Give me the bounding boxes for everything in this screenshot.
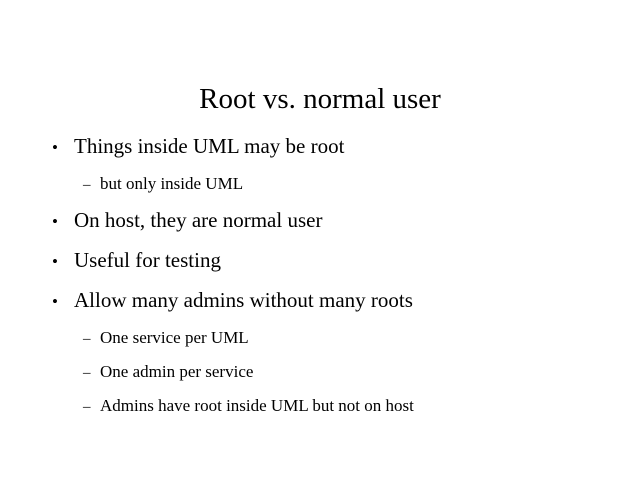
list-item: • Allow many admins without many roots xyxy=(0,286,640,326)
list-item: • Useful for testing xyxy=(0,246,640,286)
list-item: –but only inside UML xyxy=(0,172,640,206)
list-item: –One service per UML xyxy=(0,326,640,360)
list-item-label: Useful for testing xyxy=(74,248,221,272)
bullet-dash-icon: – xyxy=(83,399,91,415)
list-item-label: One admin per service xyxy=(100,362,254,381)
list-item-label: On host, they are normal user xyxy=(74,208,323,232)
list-item-label: Admins have root inside UML but not on h… xyxy=(100,396,414,415)
bullet-dot-icon: • xyxy=(52,212,58,231)
bullet-dot-icon: • xyxy=(52,252,58,271)
list-item-label: Allow many admins without many roots xyxy=(74,288,413,312)
bullet-dot-icon: • xyxy=(52,292,58,311)
list-item-label: One service per UML xyxy=(100,328,249,347)
bullet-list: •Things inside UML may be root –but only… xyxy=(0,132,640,428)
list-item: –Admins have root inside UML but not on … xyxy=(0,394,640,428)
list-item: –One admin per service xyxy=(0,360,640,394)
bullet-dash-icon: – xyxy=(83,365,91,381)
list-item-label: Things inside UML may be root xyxy=(74,134,345,158)
bullet-dot-icon: • xyxy=(52,138,58,157)
list-item: • On host, they are normal user xyxy=(0,206,640,246)
list-item: • Things inside UML may be root xyxy=(0,132,640,172)
bullet-dash-icon: – xyxy=(83,177,91,193)
page-title: Root vs. normal user xyxy=(199,83,441,116)
bullet-dash-icon: – xyxy=(83,331,91,347)
list-item-label: but only inside UML xyxy=(100,174,244,193)
